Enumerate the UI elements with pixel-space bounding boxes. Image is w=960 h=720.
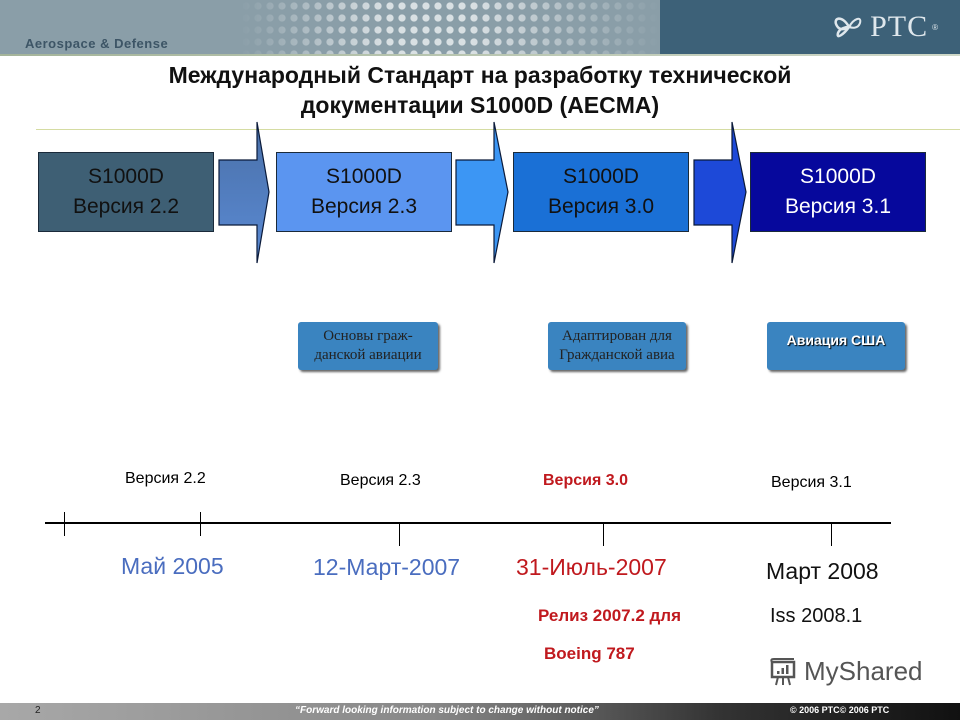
release-note-line2: Boeing 787 bbox=[544, 644, 635, 663]
ptc-butterfly-icon bbox=[834, 17, 862, 38]
arrow-right-icon bbox=[455, 121, 509, 264]
callout-line1: Авиация США bbox=[786, 332, 886, 348]
version-box-3-1: S1000D Версия 3.1 bbox=[750, 152, 926, 232]
release-note-line1: Релиз 2007.2 для bbox=[538, 606, 682, 625]
brand-label: Aerospace & Defense bbox=[25, 36, 169, 51]
version-box-name: S1000D bbox=[326, 165, 402, 188]
header-banner: Aerospace & Defense PTC® bbox=[0, 0, 960, 54]
version-box-name: S1000D bbox=[88, 165, 164, 188]
version-box-version: Версия 3.0 bbox=[548, 195, 654, 218]
arrow-right-icon bbox=[218, 121, 270, 264]
ptc-logo-text: PTC bbox=[870, 10, 929, 43]
timeline-tick bbox=[64, 512, 65, 536]
slide-title-line2: документации S1000D (AECMA) bbox=[300, 92, 660, 118]
timeline-tick bbox=[831, 522, 832, 546]
arrow-right-icon bbox=[693, 121, 747, 264]
page-number: 2 bbox=[35, 705, 41, 716]
version-box-2-2: S1000D Версия 2.2 bbox=[38, 152, 214, 232]
timeline-tick bbox=[603, 522, 604, 546]
header-dark-panel bbox=[660, 0, 960, 54]
timeline-label-3-1: Версия 3.1 bbox=[771, 474, 852, 491]
callout-line2: Гражданской авиа bbox=[559, 347, 675, 363]
callout-adapted-civil-aviation: Адаптирован для Гражданской авиа bbox=[548, 322, 686, 370]
timeline-label-2-2: Версия 2.2 bbox=[125, 470, 206, 487]
myshared-watermark: MyShared bbox=[768, 656, 923, 687]
presentation-board-icon bbox=[770, 657, 796, 685]
timeline-date-march-2008: Март 2008 bbox=[766, 558, 879, 584]
timeline-axis bbox=[45, 522, 891, 524]
registered-mark: ® bbox=[932, 22, 938, 32]
slide-title-line1: Международный Стандарт на разработку тех… bbox=[168, 62, 792, 88]
title-rule bbox=[36, 129, 960, 130]
version-box-version: Версия 3.1 bbox=[785, 195, 891, 218]
version-box-version: Версия 2.3 bbox=[311, 195, 417, 218]
timeline-tick bbox=[200, 512, 201, 536]
version-box-3-0: S1000D Версия 3.0 bbox=[513, 152, 689, 232]
version-box-2-3: S1000D Версия 2.3 bbox=[276, 152, 452, 232]
header-divider bbox=[0, 54, 960, 56]
timeline-date-march-2007: 12-Март-2007 bbox=[313, 554, 461, 580]
myshared-text: MyShared bbox=[804, 656, 923, 686]
footer-notice: “Forward looking information subject to … bbox=[295, 705, 599, 716]
ptc-logo: PTC® bbox=[832, 10, 938, 44]
callout-civil-aviation-basics: Основы граж- данской авиации bbox=[298, 322, 438, 370]
timeline-tick bbox=[399, 522, 400, 546]
footer-copyright: © 2006 PTC© 2006 PTC bbox=[790, 705, 890, 715]
footer-bar: 2 “Forward looking information subject t… bbox=[0, 703, 960, 720]
version-box-version: Версия 2.2 bbox=[73, 195, 179, 218]
timeline-date-may-2005: Май 2005 bbox=[121, 553, 224, 579]
callout-line1: Основы граж- bbox=[323, 328, 413, 344]
timeline-label-2-3: Версия 2.3 bbox=[340, 472, 421, 489]
slide-title: Международный Стандарт на разработку тех… bbox=[60, 60, 900, 120]
version-box-name: S1000D bbox=[563, 165, 639, 188]
dot-pattern-decoration bbox=[240, 0, 660, 54]
timeline-date-july-2007: 31-Июль-2007 bbox=[516, 554, 667, 580]
iss-note: Iss 2008.1 bbox=[770, 605, 863, 627]
timeline-label-3-0: Версия 3.0 bbox=[543, 472, 628, 489]
callout-us-aviation: Авиация США bbox=[767, 322, 905, 370]
version-box-name: S1000D bbox=[800, 165, 876, 188]
callout-line1: Адаптирован для bbox=[562, 328, 672, 344]
callout-line2: данской авиации bbox=[314, 347, 422, 363]
